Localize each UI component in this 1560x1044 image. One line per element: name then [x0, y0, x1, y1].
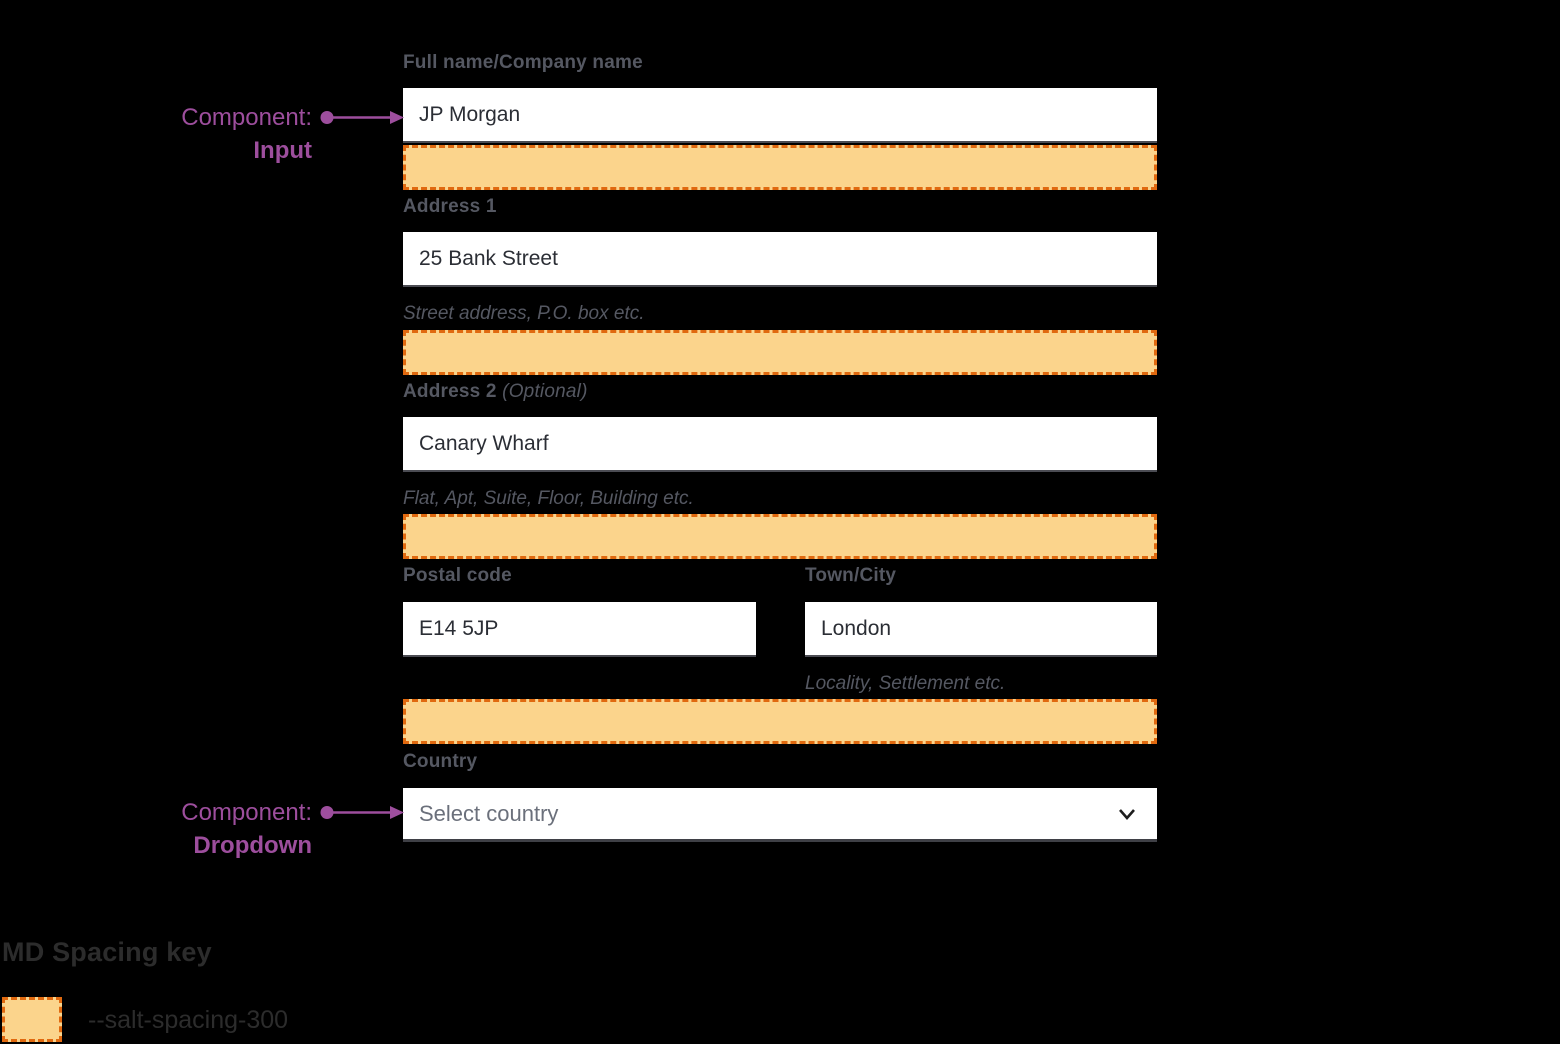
annotation-input-component: Component: Input: [62, 101, 312, 167]
town-city-input[interactable]: [805, 602, 1157, 657]
chevron-down-icon: [1113, 800, 1141, 828]
annotation-arrow-to-dropdown: [320, 806, 404, 819]
spacing-block-salt-300: [403, 330, 1157, 375]
town-city-helper-row: Locality, Settlement etc.: [403, 673, 1157, 695]
full-name-input[interactable]: [403, 88, 1157, 143]
address2-input[interactable]: [403, 417, 1157, 472]
address2-label: Address 2 (Optional): [403, 381, 1157, 403]
postal-town-label-row: Postal code Town/City: [403, 565, 1157, 587]
country-dropdown[interactable]: Select country: [403, 788, 1157, 842]
annotation-arrow-to-input: [320, 111, 404, 124]
spacing-block-salt-300: [403, 699, 1157, 744]
spacing-key-title: MD Spacing key: [2, 937, 212, 967]
postal-code-input[interactable]: [403, 602, 756, 657]
spacing-key-token-label: --salt-spacing-300: [88, 1006, 289, 1034]
address2-helper-text: Flat, Apt, Suite, Floor, Building etc.: [403, 488, 694, 509]
address1-input[interactable]: [403, 232, 1157, 287]
spacing-key-swatch: [2, 997, 62, 1042]
country-label: Country: [403, 751, 478, 772]
full-name-label: Full name/Company name: [403, 52, 643, 73]
town-city-label: Town/City: [805, 565, 897, 586]
postal-code-label: Postal code: [403, 565, 512, 586]
spacing-block-salt-300: [403, 514, 1157, 559]
address-form: Full name/Company name Address 1 Street …: [403, 52, 1157, 842]
town-city-helper-text: Locality, Settlement etc.: [805, 673, 1006, 694]
annotation-dropdown-component: Component: Dropdown: [62, 796, 312, 862]
address1-helper-text: Street address, P.O. box etc.: [403, 303, 645, 324]
postal-town-input-row: [403, 602, 1157, 657]
annotation-dropdown-prefix: Component:: [181, 799, 312, 826]
annotation-input-prefix: Component:: [181, 104, 312, 131]
spacing-block-salt-300: [403, 145, 1157, 190]
country-dropdown-placeholder: Select country: [419, 800, 559, 826]
address1-label: Address 1: [403, 196, 497, 217]
address2-optional-tag: (Optional): [502, 381, 588, 402]
address2-label-text: Address 2: [403, 381, 497, 402]
annotation-dropdown-name: Dropdown: [193, 832, 312, 859]
annotation-input-name: Input: [253, 137, 312, 164]
